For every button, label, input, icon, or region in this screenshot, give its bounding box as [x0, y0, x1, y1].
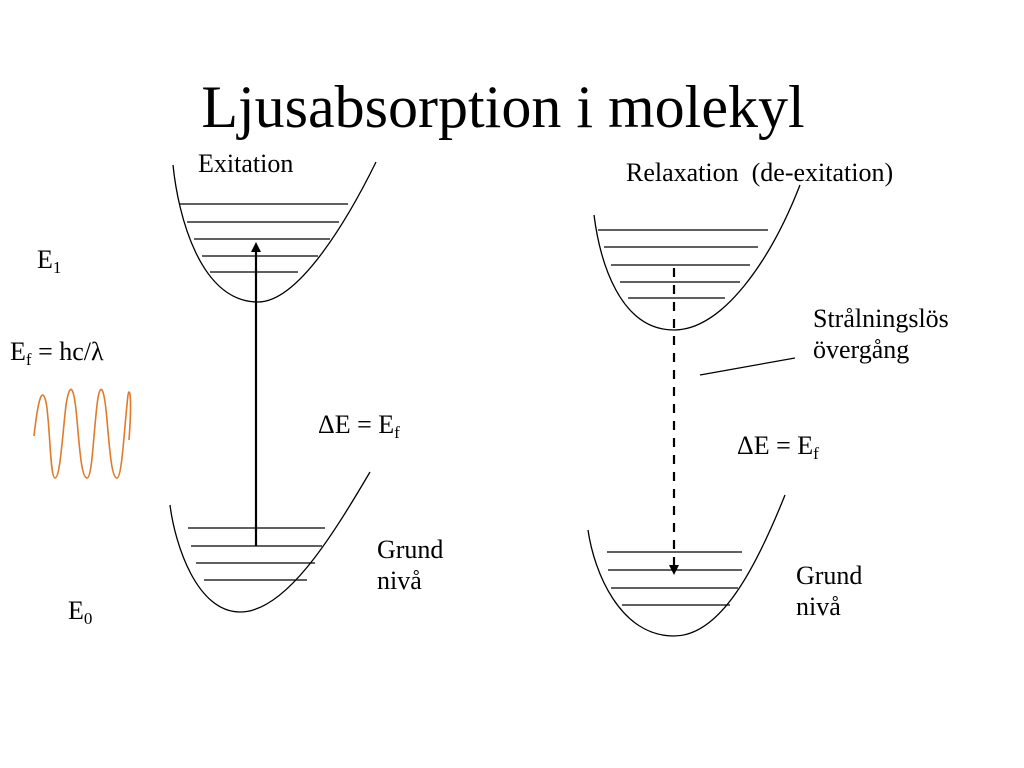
photon-energy-subscript: f [25, 350, 32, 369]
relaxation-heading: Relaxation (de-exitation) [626, 158, 894, 187]
excitation-heading: Exitation [198, 149, 294, 178]
left-ground-line1: Grund [377, 535, 444, 564]
nonradiative-leader-line [699, 357, 796, 376]
nonradiative-line2: övergång [813, 335, 910, 364]
nonradiative-line1: Strålningslös [813, 304, 949, 333]
left-ground-line2: nivå [377, 566, 422, 595]
right-energy-gap-formula: ΔE = Ef [737, 431, 819, 463]
left-energy-gap-subscript: f [394, 423, 400, 442]
right-excited-state-well [593, 184, 801, 331]
lower-level-symbol: E [68, 596, 84, 625]
lower-level-label: E0 [68, 596, 93, 628]
nonradiative-transition-label: Strålningslös övergång [813, 303, 949, 365]
left-ground-state-well [169, 471, 371, 613]
upper-level-symbol: E [37, 245, 53, 274]
slide-title: Ljusabsorption i molekyl [201, 74, 805, 140]
right-ground-state-well [587, 494, 786, 637]
upper-level-label: E1 [37, 245, 62, 277]
right-ground-line1: Grund [796, 561, 863, 590]
photon-energy-formula: Ef = hc/λ [10, 337, 104, 369]
photon-energy-rhs: = hc/λ [38, 337, 104, 366]
left-energy-gap-formula: ΔE = Ef [318, 410, 400, 442]
right-energy-gap-lhs: ΔE = E [737, 431, 814, 460]
photon-energy-lhs: E [10, 337, 26, 366]
upper-level-subscript: 1 [52, 258, 62, 277]
photon-wave [33, 388, 132, 479]
lower-level-subscript: 0 [83, 609, 93, 628]
right-ground-level-label: Grund nivå [796, 560, 862, 622]
left-excited-state-well [172, 161, 377, 303]
right-energy-gap-subscript: f [813, 444, 819, 463]
right-ground-line2: nivå [796, 592, 841, 621]
left-energy-gap-lhs: ΔE = E [318, 410, 395, 439]
left-ground-level-label: Grund nivå [377, 534, 443, 596]
